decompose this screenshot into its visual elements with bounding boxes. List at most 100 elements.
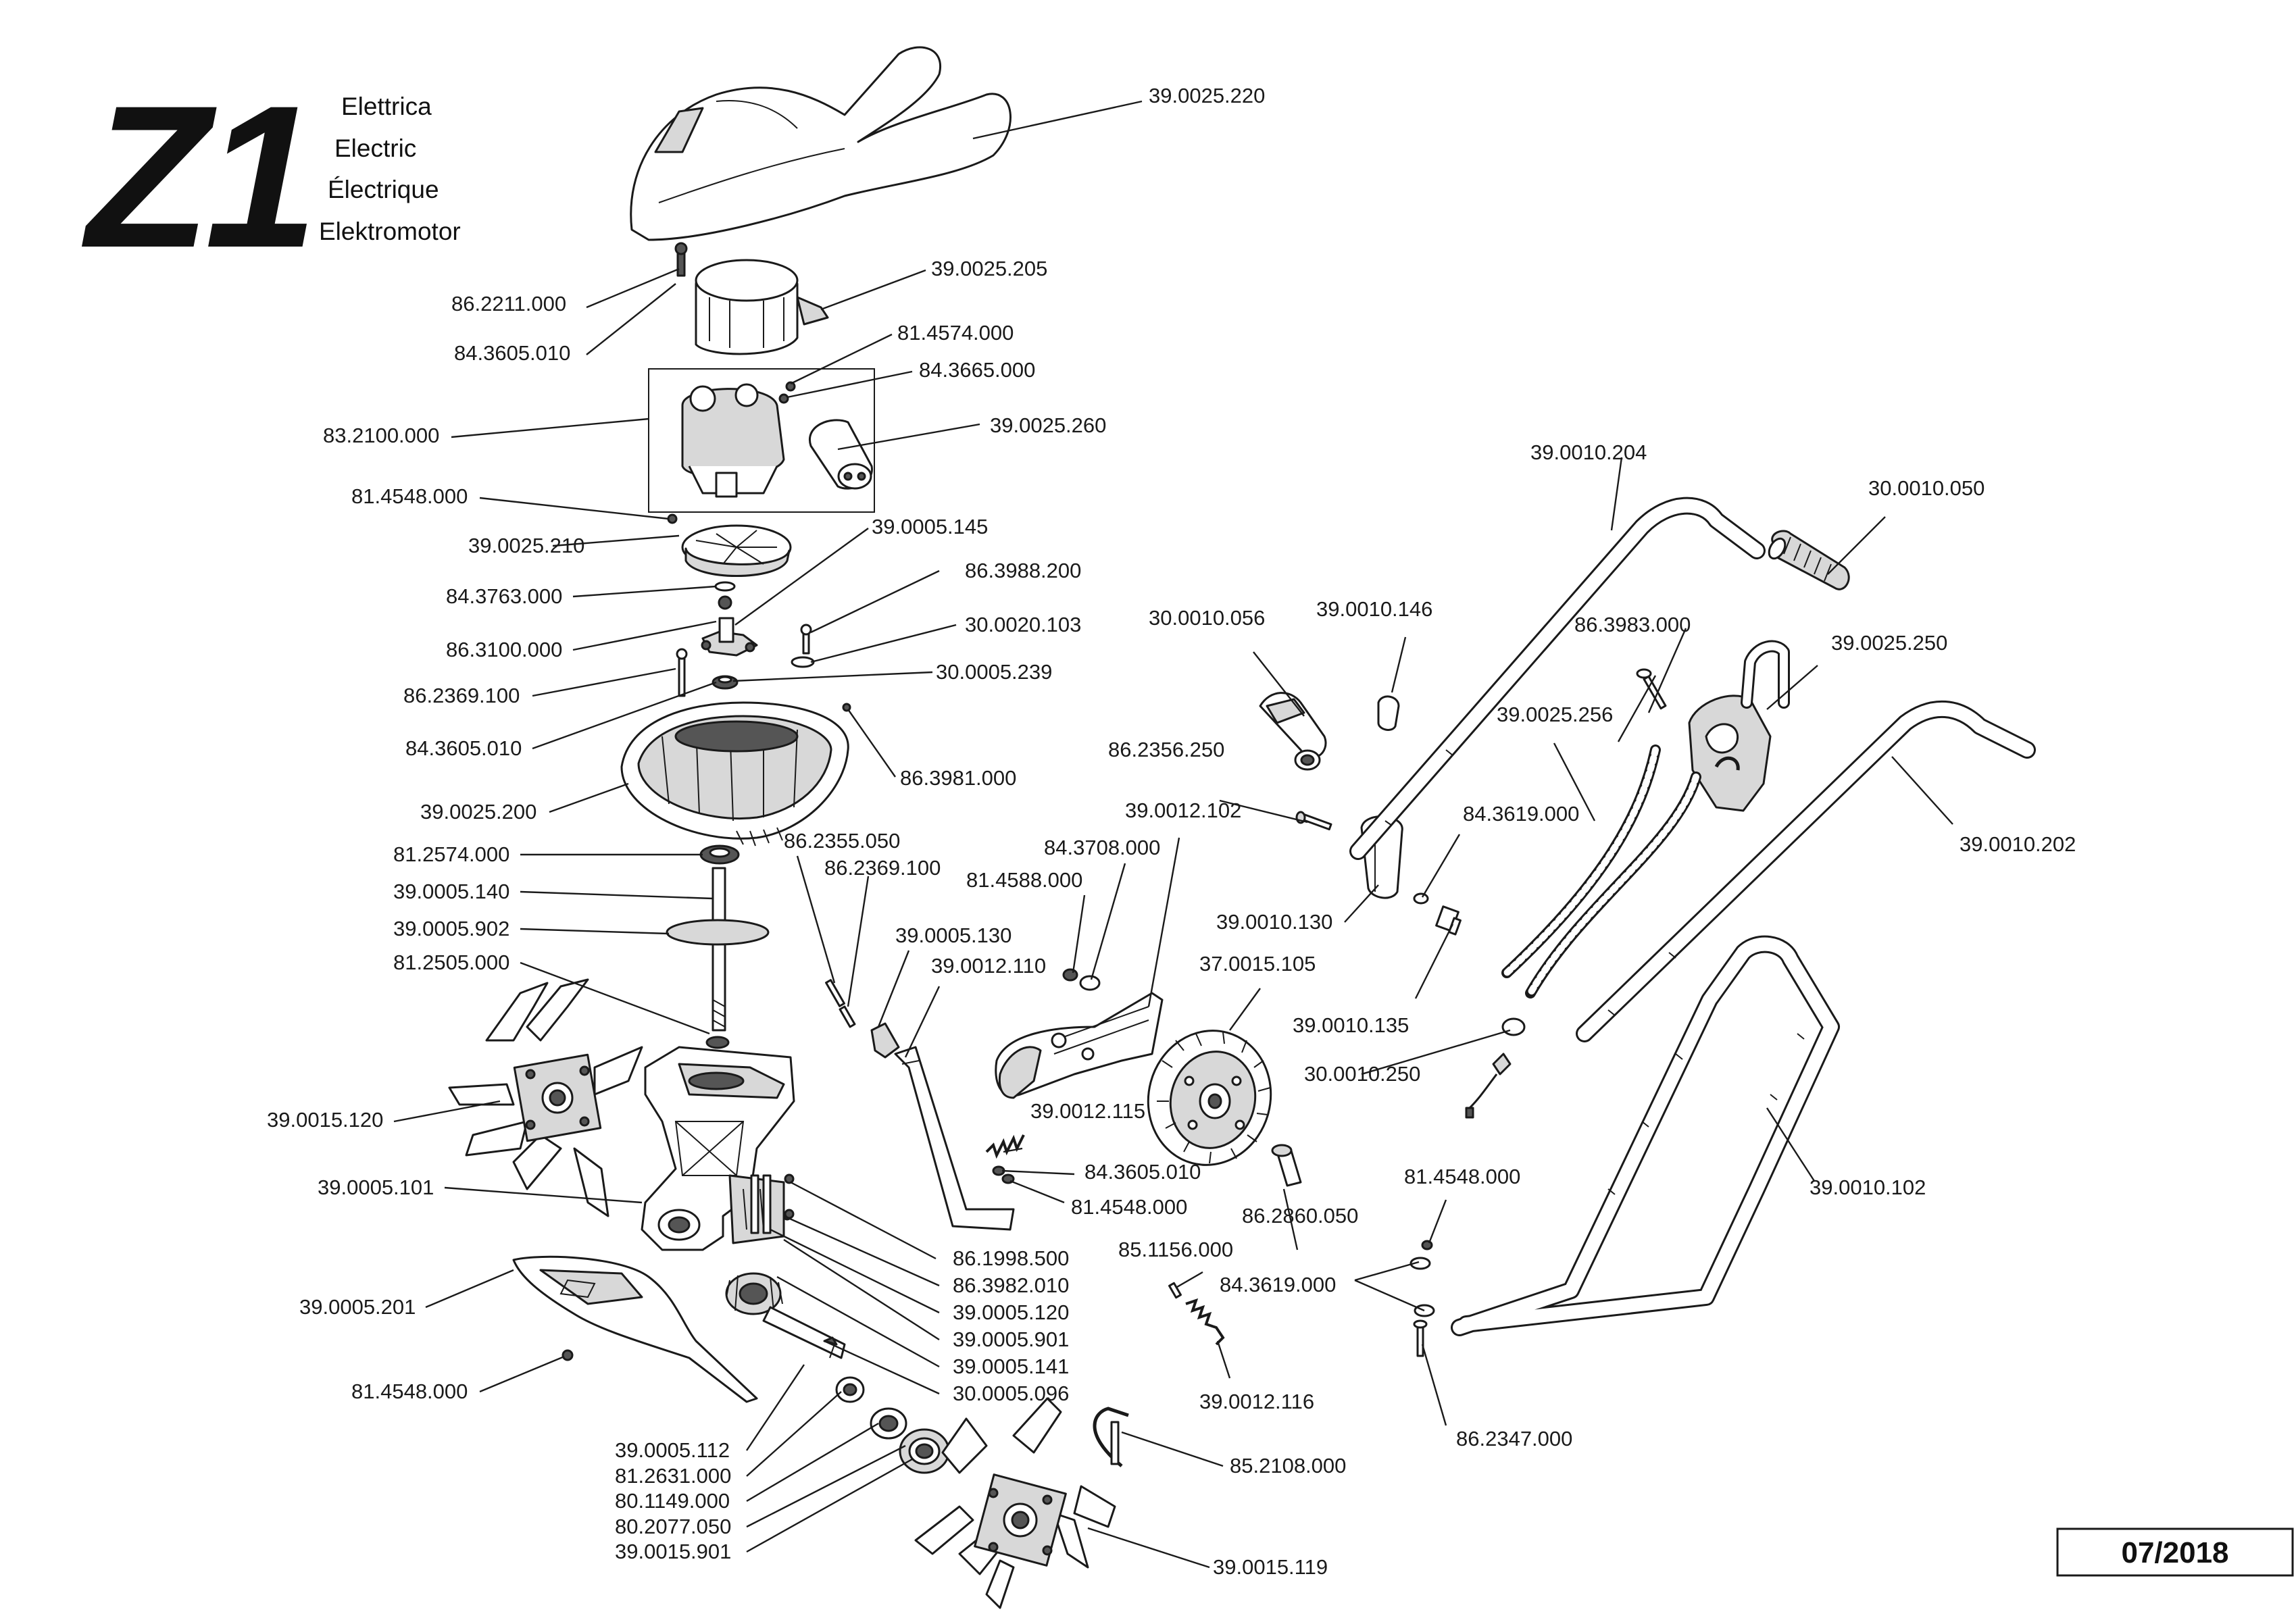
part-label-motor: 83.2100.000 — [323, 424, 439, 447]
motor-hood — [630, 46, 1012, 241]
title-block: Z1 Elettrica Electric Électrique Elektro… — [80, 63, 461, 290]
part-label-cover-washer: 84.3619.000 — [1463, 802, 1579, 826]
part-label-fan-cover: 39.0025.205 — [931, 257, 1047, 280]
part-label-grip: 30.0010.050 — [1868, 476, 1985, 500]
part-label-cable-adjuster: 39.0010.135 — [1293, 1013, 1409, 1037]
throttle-cable — [1501, 744, 1701, 998]
depth-bar — [894, 1046, 1015, 1231]
part-label-depth-bar: 39.0012.110 — [931, 954, 1046, 978]
language-label-it: Elettrica — [341, 93, 432, 120]
bearing — [899, 1428, 950, 1474]
part-label-motor-nut: 81.4574.000 — [897, 321, 1014, 345]
part-label-lynch-pin: 85.2108.000 — [1230, 1454, 1346, 1477]
depth-bar-bolt — [825, 979, 856, 1028]
part-label-handle-nut: 81.4548.000 — [1404, 1165, 1520, 1188]
middle-handle — [1576, 701, 2036, 1042]
drive-hub — [701, 617, 758, 657]
control-lever — [1688, 640, 1790, 812]
part-label-hub-nut: 86.3100.000 — [446, 638, 562, 661]
part-label-bearing-washer: 80.1149.000 — [615, 1489, 730, 1513]
hitch-pin — [1168, 1282, 1182, 1299]
part-label-tine-guard: 39.0005.201 — [299, 1295, 416, 1319]
part-label-bar-bracket: 39.0005.130 — [895, 924, 1012, 947]
part-label-spring-washer: 84.3605.010 — [1084, 1160, 1201, 1184]
part-label-motor-washer: 84.3665.000 — [919, 358, 1035, 382]
part-label-bearing-seal: 39.0015.901 — [615, 1540, 731, 1563]
depth-bar-bracket — [870, 1022, 900, 1059]
part-label-hitch-pin: 85.1156.000 — [1118, 1238, 1233, 1261]
part-label-cover-screw: 86.2211.000 — [451, 292, 566, 315]
part-label-key: 30.0005.096 — [953, 1382, 1069, 1405]
part-label-handle-knob: 30.0010.056 — [1149, 606, 1265, 630]
leader-lines — [393, 100, 1953, 1569]
worm-gear-shaft — [725, 1272, 846, 1359]
part-label-locknut: 30.0005.239 — [936, 660, 1052, 684]
nut-hole — [718, 676, 732, 684]
gearbox-cover — [620, 701, 851, 846]
part-label-gear-shaft: 39.0005.141 — [953, 1355, 1069, 1378]
part-label-cable-clip: 39.0010.146 — [1316, 597, 1432, 621]
part-label-tine-shaft: 39.0005.112 — [615, 1438, 730, 1462]
washer-hole — [878, 1415, 899, 1432]
part-label-side-screw: 86.3981.000 — [900, 766, 1016, 790]
fan-cover — [674, 242, 829, 355]
part-label-shaft-disc: 39.0005.902 — [393, 917, 509, 940]
part-label-guard-nut: 81.4548.000 — [351, 1380, 468, 1403]
washer — [1079, 975, 1101, 991]
part-label-left-tines: 39.0015.120 — [267, 1108, 383, 1132]
nut — [1062, 968, 1078, 982]
revision-date: 07/2018 — [2121, 1536, 2228, 1569]
nut — [1421, 1240, 1433, 1250]
capacitor — [808, 419, 873, 490]
part-label-capacitor: 39.0025.260 — [990, 413, 1106, 437]
part-label-hub-washer: 84.3763.000 — [446, 584, 562, 608]
part-label-bracket-nut: 81.4588.000 — [966, 868, 1082, 892]
tapping-screw — [1636, 668, 1667, 710]
clamp-bolt — [1295, 811, 1332, 831]
model-title: Z1 — [80, 63, 312, 290]
part-label-spring-nut: 81.4548.000 — [1071, 1195, 1187, 1219]
spring-hook — [1185, 1298, 1225, 1346]
right-tine-assembly — [914, 1397, 1116, 1609]
part-label-spacer: 81.2505.000 — [393, 951, 509, 974]
screw — [800, 624, 812, 655]
part-label-pin-a: 86.1998.500 — [953, 1246, 1069, 1270]
part-label-control-lever: 39.0025.250 — [1831, 631, 1947, 655]
part-label-drive-hub: 39.0005.145 — [872, 515, 988, 538]
part-label-right-tines: 39.0015.119 — [1213, 1555, 1328, 1579]
part-label-drive-shaft: 39.0005.140 — [393, 880, 509, 903]
part-label-gearbox-washer: 84.3605.010 — [405, 736, 522, 760]
cable-end — [1465, 1017, 1526, 1119]
part-label-screw-washer: 30.0020.103 — [965, 613, 1081, 636]
part-label-handle-washer: 84.3619.000 — [1220, 1273, 1336, 1296]
cooling-fan — [667, 513, 792, 577]
part-label-gearbox-cover: 39.0025.200 — [420, 800, 536, 824]
tine-guard — [512, 1255, 758, 1403]
cable-adjuster — [1435, 905, 1462, 936]
part-label-cable-end: 30.0010.250 — [1304, 1062, 1420, 1086]
motor-assembly-box — [648, 368, 875, 513]
washer — [1409, 1257, 1431, 1270]
language-label-fr: Électrique — [328, 176, 439, 203]
part-drawings — [448, 46, 2036, 1609]
language-label-de: Elektromotor — [319, 218, 461, 245]
long-bolt — [676, 648, 688, 697]
spacer — [705, 1036, 730, 1049]
part-label-wheel-axle: 86.2860.050 — [1242, 1204, 1358, 1228]
part-label-bearing-spacer: 81.2631.000 — [615, 1464, 731, 1488]
part-label-bracket-washer: 84.3708.000 — [1044, 836, 1160, 859]
electric-motor — [681, 381, 796, 498]
lynch-pin — [1093, 1407, 1129, 1467]
part-label-lower-handle: 39.0010.102 — [1810, 1175, 1926, 1199]
language-label-en: Electric — [334, 134, 416, 162]
part-label-long-bolt: 86.2369.100 — [403, 684, 520, 707]
part-label-bar-bolt-b: 86.2369.100 — [824, 856, 941, 880]
drive-shaft — [666, 867, 770, 1032]
part-label-spring-hook: 39.0012.116 — [1199, 1390, 1314, 1413]
part-label-hub-screw: 86.3988.200 — [965, 559, 1081, 582]
part-label-clamp-bolt: 86.2356.250 — [1108, 738, 1224, 761]
part-label-wheel-bracket: 39.0012.102 — [1125, 799, 1241, 822]
left-tine-assembly — [448, 978, 643, 1217]
wheel-bracket — [995, 992, 1164, 1099]
fastener-pins — [750, 1174, 795, 1234]
